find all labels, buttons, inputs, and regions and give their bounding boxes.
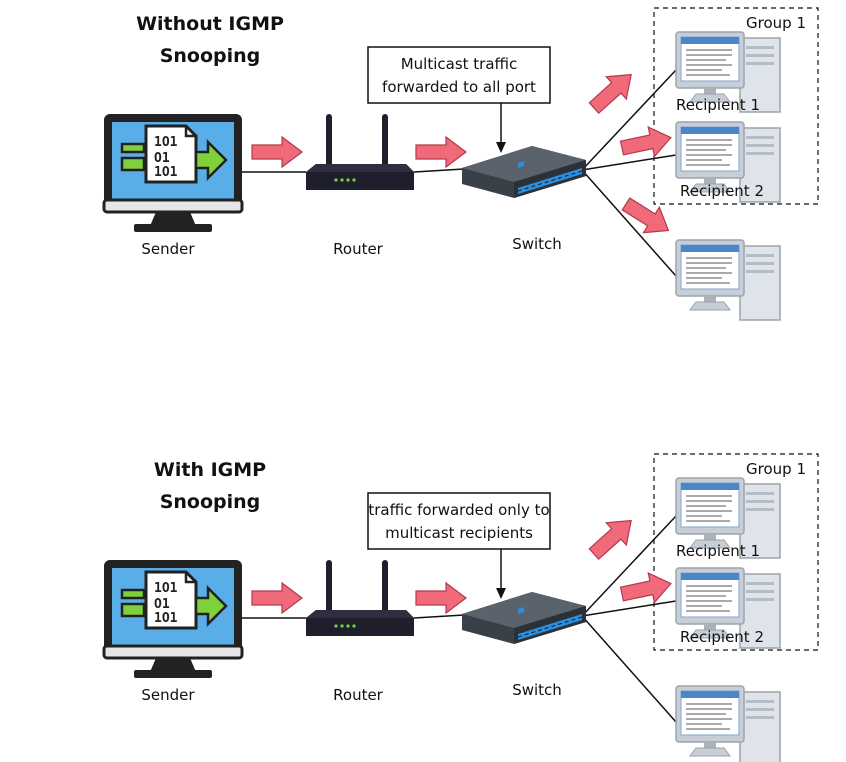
- panel-title-line1: With IGMP: [154, 459, 266, 481]
- note-line1: Multicast traffic: [401, 55, 518, 73]
- flow-arrow-sender-router: [251, 582, 303, 614]
- recipient2-label: Recipient 2: [680, 182, 764, 200]
- note-box: [367, 492, 551, 550]
- flow-arrow-router-switch: [415, 136, 467, 168]
- flow-arrow-sender-router: [251, 136, 303, 168]
- note-line2: multicast recipients: [385, 524, 533, 542]
- panel-with-igmp: With IGMP Snooping Sender Router Switch …: [102, 453, 819, 762]
- group-box: [653, 453, 819, 651]
- panel-title-line2: Snooping: [160, 45, 261, 67]
- switch-label: Switch: [512, 235, 562, 253]
- recipient2-label: Recipient 2: [680, 628, 764, 646]
- switch-icon: [461, 591, 587, 645]
- router-label: Router: [333, 686, 384, 704]
- switch-icon: [461, 145, 587, 199]
- recipient1-label: Recipient 1: [676, 542, 760, 560]
- link-router-switch: [413, 168, 465, 173]
- router-icon: [306, 560, 414, 636]
- panel-without-igmp: Without IGMP Snooping Sender Router Swit…: [102, 7, 819, 321]
- flow-arrow-to-recipient1: [583, 62, 642, 120]
- flow-arrow-to-recipient1: [583, 508, 642, 566]
- sender-monitor-icon: [102, 112, 244, 234]
- note-box: [367, 46, 551, 104]
- router-icon: [306, 114, 414, 190]
- link-switch-recipient1: [581, 69, 677, 171]
- note-line2: forwarded to all port: [382, 78, 536, 96]
- flow-arrow-to-pc3: [617, 190, 677, 244]
- link-switch-pc3: [581, 169, 677, 277]
- group-label: Group 1: [746, 460, 806, 478]
- router-label: Router: [333, 240, 384, 258]
- sender-monitor-icon: [102, 558, 244, 680]
- link-switch-recipient2: [581, 600, 677, 617]
- link-router-switch: [413, 614, 465, 619]
- note-pointer-head: [496, 588, 506, 599]
- link-switch-pc3: [581, 615, 677, 723]
- panel-title-line1: Without IGMP: [136, 13, 284, 35]
- recipient1-label: Recipient 1: [676, 96, 760, 114]
- switch-label: Switch: [512, 681, 562, 699]
- sender-label: Sender: [141, 240, 195, 258]
- note-line1: traffic forwarded only to: [368, 501, 549, 519]
- group-box: [653, 7, 819, 205]
- group-label: Group 1: [746, 14, 806, 32]
- flow-arrow-router-switch: [415, 582, 467, 614]
- sender-label: Sender: [141, 686, 195, 704]
- pc3-icon: [675, 239, 781, 321]
- panel-title-line2: Snooping: [160, 491, 261, 513]
- pc3-icon: [675, 685, 781, 762]
- link-switch-recipient2: [581, 154, 677, 171]
- note-pointer-head: [496, 142, 506, 153]
- link-switch-recipient1: [581, 515, 677, 617]
